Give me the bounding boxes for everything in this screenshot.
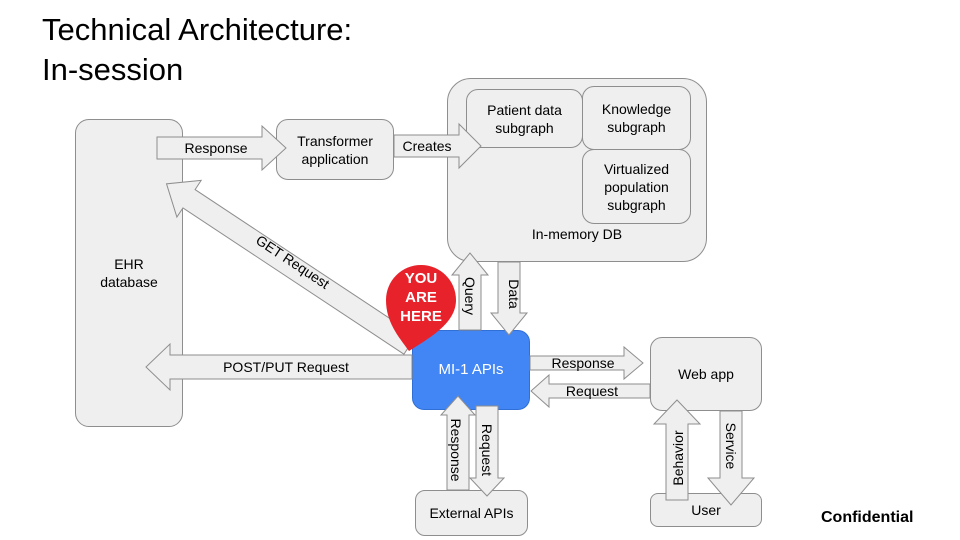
location-pin-icon bbox=[386, 265, 456, 351]
virtualized-population-subgraph-box: Virtualized population subgraph bbox=[582, 149, 691, 224]
in-memory-db-label: In-memory DB bbox=[531, 226, 623, 242]
external-apis-label: External APIs bbox=[429, 505, 514, 521]
mi1-apis-label: MI-1 APIs bbox=[438, 361, 504, 378]
web-app-box: Web app bbox=[650, 337, 762, 411]
mi1-apis-box: MI-1 APIs bbox=[412, 330, 530, 410]
ehr-database-label: EHR database bbox=[100, 256, 158, 290]
marker-line-1: YOU bbox=[405, 270, 438, 287]
edge-label-response-web: Response bbox=[551, 355, 614, 371]
arrow-behavior bbox=[652, 399, 702, 501]
edge-label-external-request: Request bbox=[479, 424, 495, 476]
patient-data-subgraph-label: Patient data subgraph bbox=[487, 101, 562, 136]
confidential-label: Confidential bbox=[821, 509, 914, 526]
transformer-application-box: Transformer application bbox=[276, 119, 394, 180]
knowledge-subgraph-box: Knowledge subgraph bbox=[582, 86, 691, 150]
marker-line-3: HERE bbox=[400, 308, 442, 325]
virtualized-population-subgraph-label: Virtualized population subgraph bbox=[603, 160, 670, 213]
edge-label-service: Service bbox=[723, 423, 739, 470]
external-apis-box: External APIs bbox=[415, 490, 528, 536]
title-line-2: In-session bbox=[42, 52, 184, 87]
arrow-query bbox=[450, 252, 490, 331]
arrow-service bbox=[706, 410, 756, 506]
edge-label-query: Query bbox=[462, 277, 478, 315]
page-title: Technical Architecture: In-session bbox=[42, 10, 352, 90]
title-line-1: Technical Architecture: bbox=[42, 12, 353, 47]
patient-data-subgraph-box: Patient data subgraph bbox=[466, 89, 583, 148]
edge-label-response-ehr: Response bbox=[184, 140, 247, 156]
edge-label-external-response: Response bbox=[448, 418, 464, 481]
edge-label-request-web: Request bbox=[566, 383, 618, 399]
arrow-external-request bbox=[468, 405, 506, 497]
transformer-application-label: Transformer application bbox=[297, 132, 373, 167]
arrow-request-from-webapp bbox=[530, 373, 651, 409]
knowledge-subgraph-label: Knowledge subgraph bbox=[601, 101, 672, 135]
arrow-response-to-webapp bbox=[529, 345, 644, 381]
edge-label-behavior: Behavior bbox=[670, 430, 686, 486]
arrow-response-to-transformer bbox=[156, 124, 287, 172]
arrow-get-request bbox=[165, 179, 417, 355]
web-app-label: Web app bbox=[678, 366, 734, 382]
edge-label-creates: Creates bbox=[402, 138, 451, 154]
marker-line-2: ARE bbox=[405, 289, 437, 306]
edge-label-data: Data bbox=[506, 279, 522, 309]
you-are-here-marker: YOU ARE HERE bbox=[386, 265, 456, 351]
edge-label-post-put: POST/PUT Request bbox=[223, 359, 349, 375]
user-label: User bbox=[691, 502, 721, 518]
arrow-data bbox=[489, 261, 529, 336]
arrow-creates bbox=[393, 122, 482, 170]
arrow-post-put-request bbox=[145, 342, 413, 392]
